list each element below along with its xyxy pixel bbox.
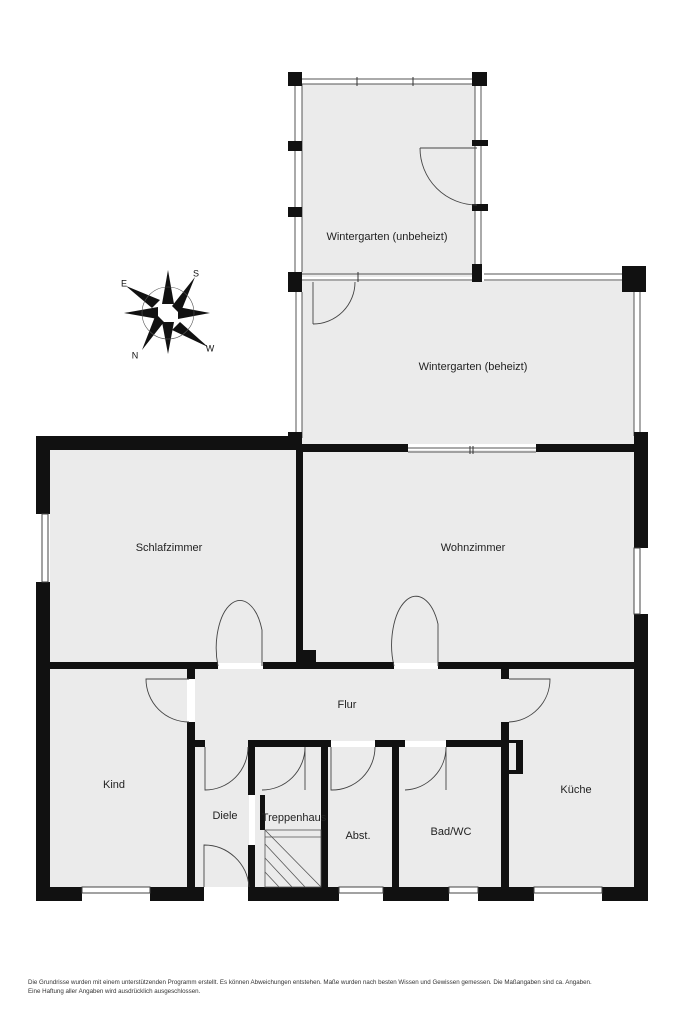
floor-wintergarten-beheizt (302, 281, 634, 444)
compass-e: E (121, 278, 127, 288)
floor-treppenhaus (255, 747, 321, 887)
label-wohnzimmer: Wohnzimmer (441, 542, 506, 554)
door-swings (145, 147, 551, 888)
compass-rose: S N W E (121, 268, 215, 360)
compass-s: S (193, 268, 199, 278)
stairs (264, 829, 322, 888)
compass-w: W (206, 343, 215, 353)
mullions (356, 77, 474, 454)
room-floors (50, 84, 634, 887)
label-diele: Diele (212, 810, 237, 822)
walls (36, 432, 648, 901)
label-wintergarten-unbeheizt: Wintergarten (unbeheizt) (326, 231, 447, 243)
disclaimer-line-1: Die Grundrisse wurden mit einem unterstü… (28, 979, 592, 986)
window-bad (448, 886, 479, 894)
room-labels: Wintergarten (unbeheizt) Wintergarten (b… (103, 231, 592, 842)
floor-bad (398, 747, 501, 887)
label-wintergarten-beheizt: Wintergarten (beheizt) (419, 361, 528, 373)
floor-wintergarten-unbeheizt (302, 84, 475, 277)
glazing (294, 78, 641, 453)
window-kueche (533, 886, 603, 894)
floor-schlafzimmer (50, 450, 296, 663)
floor-kueche (509, 669, 634, 887)
label-schlafzimmer: Schlafzimmer (136, 542, 203, 554)
label-bad-wc: Bad/WC (431, 826, 472, 838)
floor-abst (328, 747, 392, 887)
window-treppenhaus (338, 886, 384, 894)
floor-kind (50, 669, 187, 887)
label-kueche: Küche (560, 784, 591, 796)
window-wohnzimmer (633, 547, 641, 615)
disclaimer: Die Grundrisse wurden mit einem unterstü… (28, 978, 668, 996)
window-kind (81, 886, 151, 894)
compass-n: N (132, 350, 139, 360)
windows (41, 513, 641, 894)
label-treppenhaus: Treppenhaus (262, 812, 327, 824)
label-kind: Kind (103, 779, 125, 791)
floor-wohnzimmer (303, 450, 634, 663)
label-flur: Flur (338, 699, 357, 711)
window-schlafzimmer (41, 513, 49, 583)
disclaimer-line-2: Eine Haftung aller Angaben wird ausdrück… (28, 988, 201, 995)
compass-needles (124, 270, 210, 354)
label-abst: Abst. (345, 830, 370, 842)
